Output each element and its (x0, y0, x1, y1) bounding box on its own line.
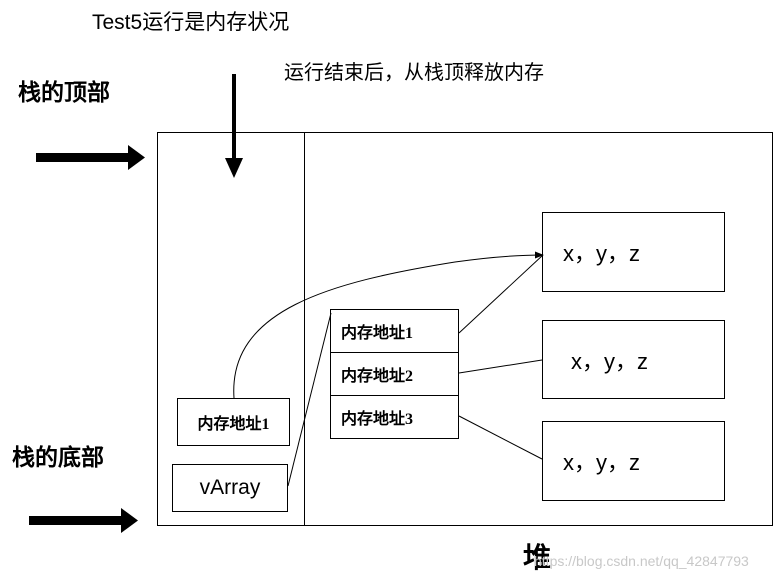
heap-address-row: 内存地址3 (341, 411, 414, 428)
heap-address-table: 内存地址1 内存地址2 内存地址3 (330, 309, 459, 439)
stack-top-label: 栈的顶部 (18, 80, 110, 105)
diagram-title: Test5运行是内存状况 (92, 11, 290, 34)
heap-object-1: x，y，z (542, 212, 725, 292)
stack-bottom-arrow-icon (29, 508, 138, 533)
heap-object-2: x，y，z (542, 320, 725, 399)
watermark-text: https://blog.csdn.net/qq_42847793 (534, 553, 749, 569)
heap-address-row: 内存地址2 (331, 353, 458, 396)
stack-top-arrow-icon (36, 145, 145, 170)
stack-item-varray: vArray (172, 464, 288, 512)
heap-label: 堆 (523, 543, 552, 574)
stack-bottom-label: 栈的底部 (12, 445, 104, 470)
heap-address-row: 内存地址1 (331, 310, 458, 353)
heap-object-3: x，y，z (542, 421, 725, 501)
stack-item-address: 内存地址1 (177, 398, 290, 446)
release-note: 运行结束后，从栈顶释放内存 (284, 62, 544, 84)
